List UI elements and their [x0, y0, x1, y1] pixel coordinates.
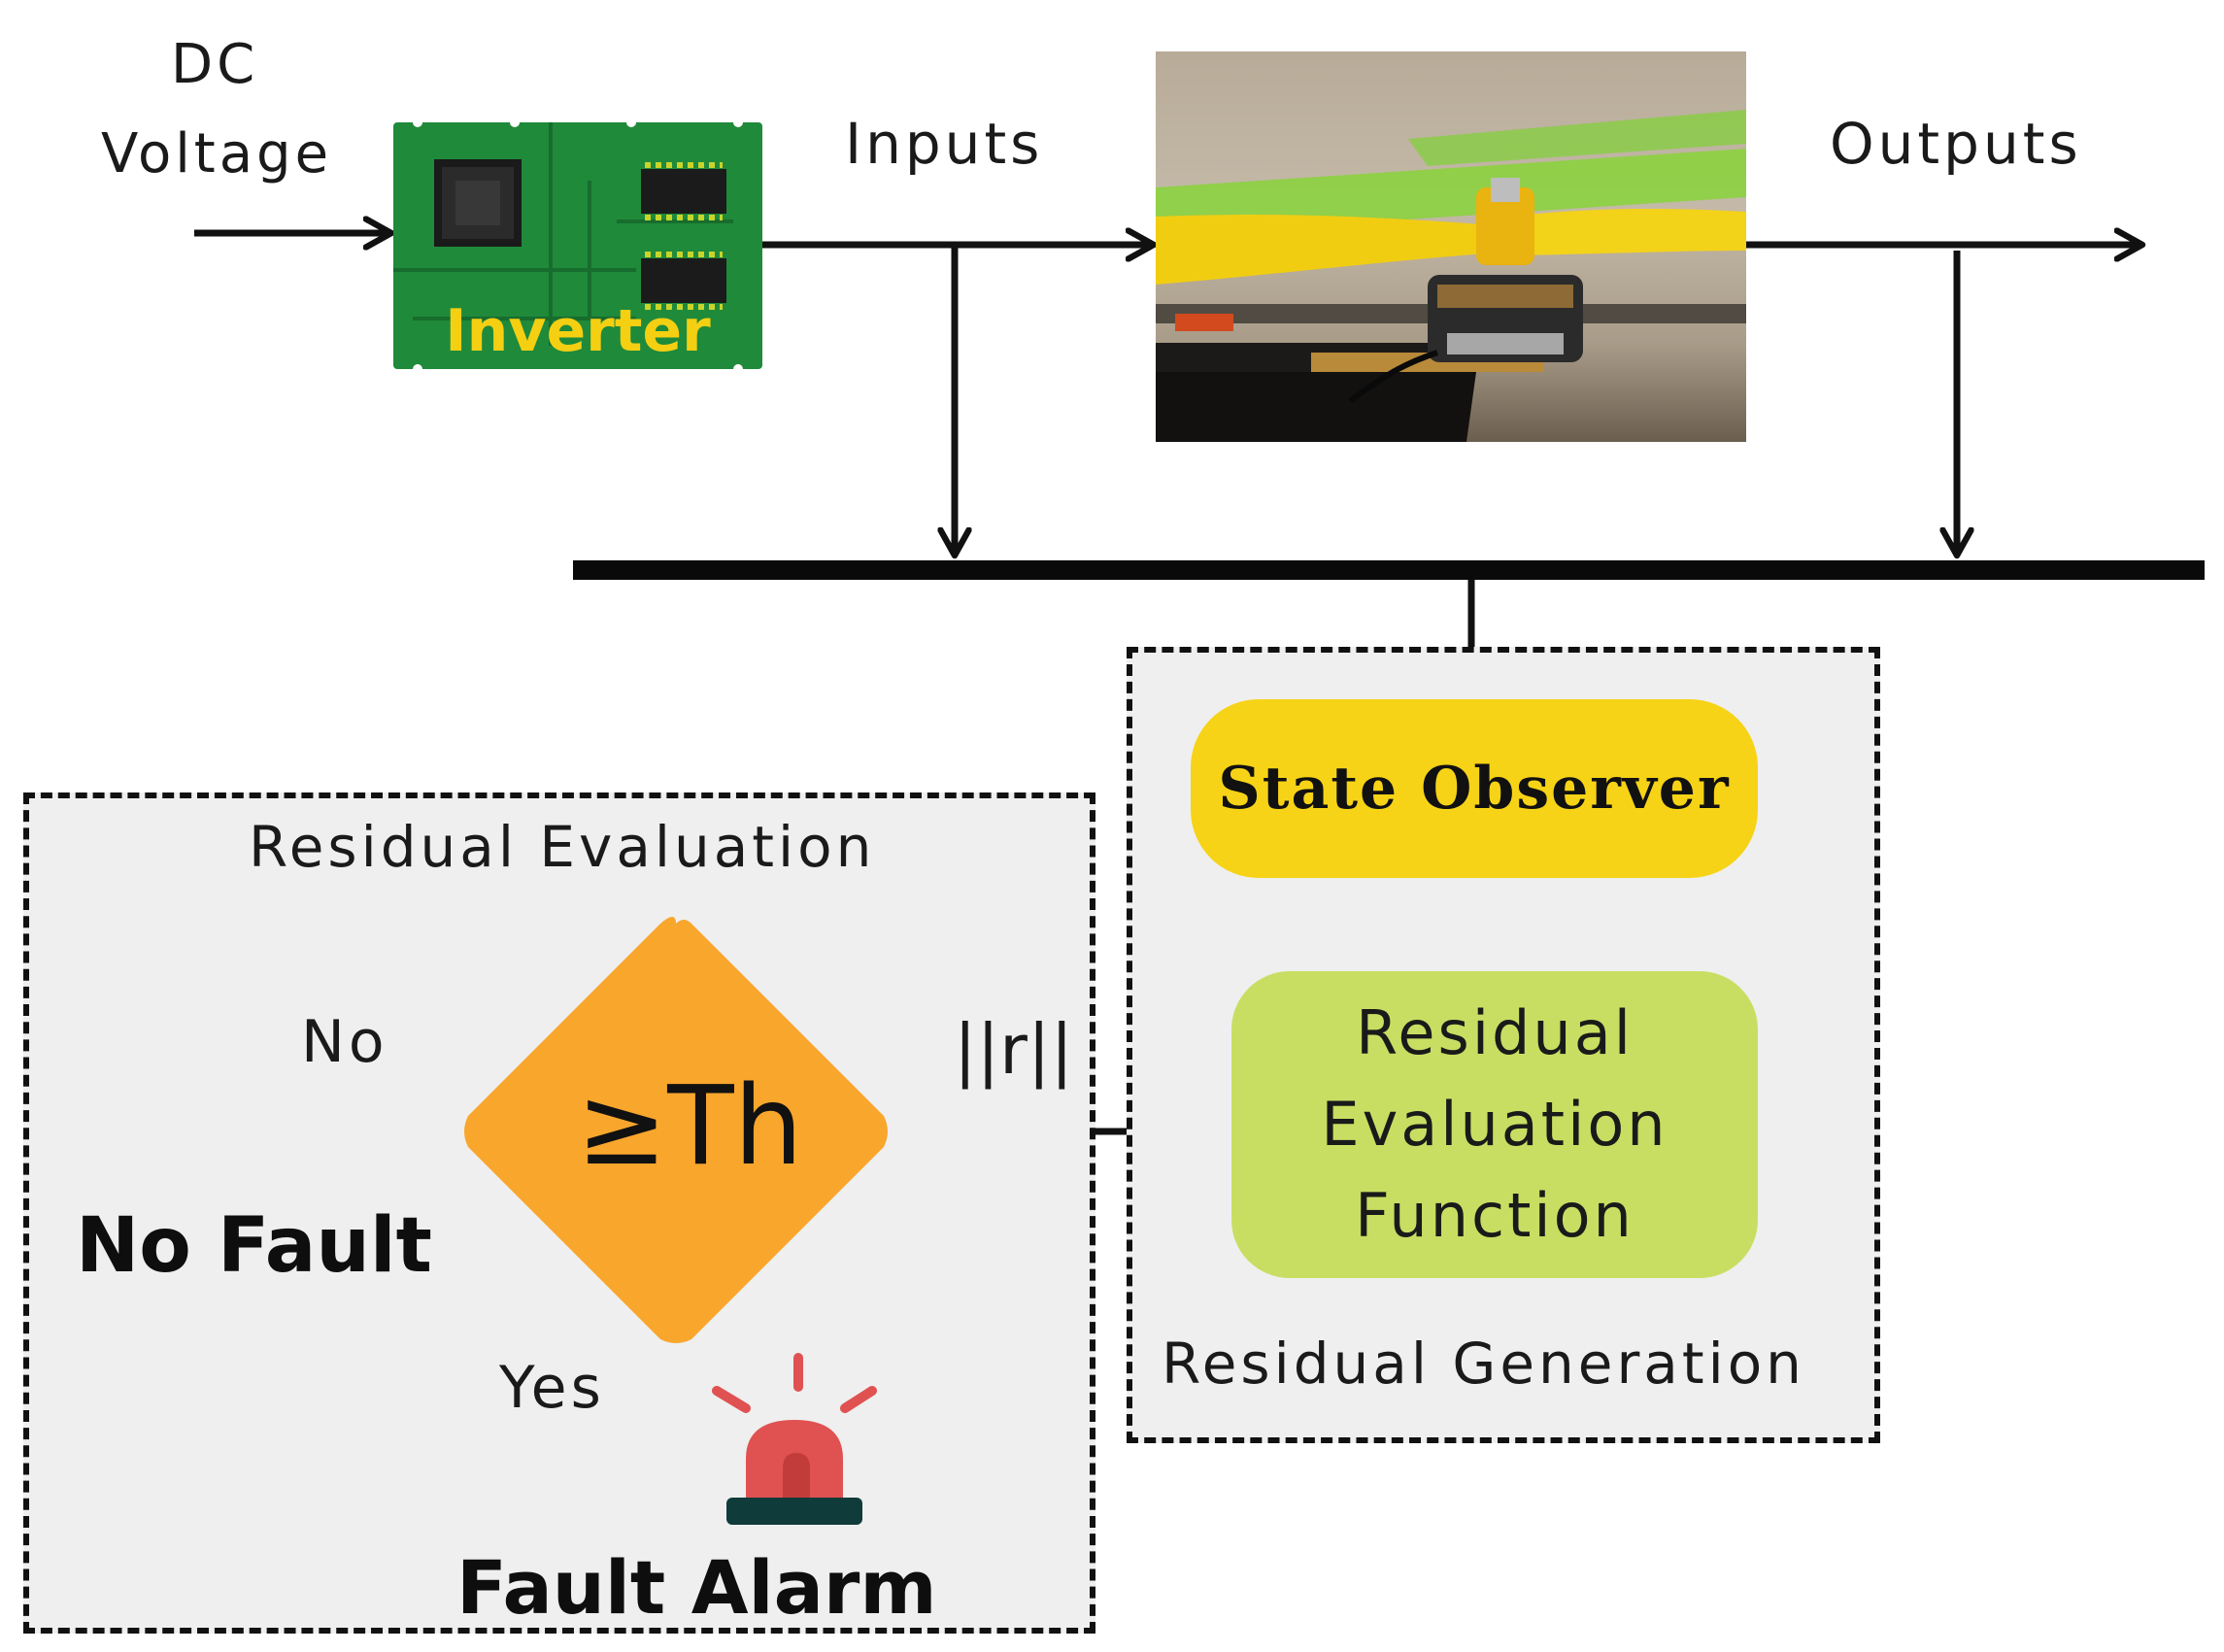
inputs-label: Inputs — [845, 111, 1044, 177]
yes-label: Yes — [499, 1354, 605, 1422]
processor-chip-icon — [434, 159, 522, 247]
threshold-label: ≥Th — [576, 1063, 803, 1190]
voltage-label: Voltage — [101, 122, 333, 185]
ref-line-1: Residual — [1356, 997, 1634, 1068]
ic-chip-icon — [641, 252, 726, 310]
ic-chip-icon — [641, 162, 726, 220]
ref-line-3: Function — [1355, 1180, 1634, 1251]
siren-alarm-icon — [712, 1353, 877, 1525]
state-observer-block: State Observer — [1191, 699, 1758, 878]
drone-motor-photo — [1156, 51, 1746, 442]
inverter-board: Inverter — [393, 122, 762, 369]
signal-bus-bar — [573, 560, 2205, 580]
inverter-label: Inverter — [445, 297, 711, 365]
residual-generation-title: Residual Generation — [1162, 1331, 1805, 1397]
fault-alarm-label: Fault Alarm — [456, 1544, 937, 1631]
norm-r-label: ||r|| — [954, 1010, 1074, 1090]
dc-label: DC — [171, 33, 259, 96]
ref-line-2: Evaluation — [1321, 1089, 1668, 1160]
no-fault-label: No Fault — [76, 1202, 432, 1290]
outputs-label: Outputs — [1830, 111, 2082, 177]
residual-evaluation-title: Residual Evaluation — [249, 814, 876, 880]
threshold-decision-diamond — [464, 917, 888, 1343]
residual-evaluation-function-block: Residual Evaluation Function — [1231, 971, 1758, 1278]
no-label: No — [301, 1008, 388, 1076]
